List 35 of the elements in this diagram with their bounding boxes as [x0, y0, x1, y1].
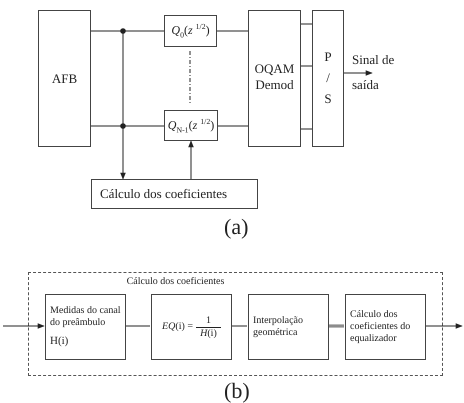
numerator: 1	[204, 314, 212, 326]
panel-label: (b)	[224, 380, 250, 402]
process-block	[164, 110, 218, 141]
process-block	[151, 294, 232, 360]
process-block	[345, 294, 426, 360]
group-title: Cálculo dos coeficientes	[126, 276, 224, 288]
block-label: AFB	[52, 70, 78, 86]
block-label: P / S	[323, 48, 333, 108]
group-frame	[28, 272, 443, 376]
process-block	[91, 179, 258, 209]
block-label: H(i)	[50, 335, 68, 349]
panel-label: (a)	[224, 216, 248, 238]
process-block	[45, 294, 126, 360]
block-label: OQAM Demod	[254, 61, 296, 92]
block-label: Cálculo dos coeficientes do equalizador	[350, 309, 412, 345]
connector-arrow	[188, 140, 194, 180]
block-label: Cálculo dos coeficientes	[100, 186, 228, 202]
connector-arrow	[424, 323, 463, 329]
process-block	[164, 15, 217, 47]
block-label: Medidas do canal do preâmbulo	[50, 305, 121, 330]
connector-arrow	[344, 70, 373, 76]
process-block	[312, 10, 344, 147]
process-block	[248, 10, 301, 147]
process-block	[38, 10, 91, 147]
denominator: H(i)	[200, 328, 217, 340]
block-label: Sinal de saída	[352, 51, 396, 94]
equation-text: EQ(i) =	[162, 321, 193, 333]
connector-line	[328, 324, 344, 328]
process-block	[248, 294, 329, 360]
connector-arrow	[2, 323, 45, 329]
block-label: Q$_{N-1}$(z $^{1/2}$)	[168, 116, 214, 134]
connector-line	[216, 30, 248, 32]
block-label: Interpolação geométrica	[253, 315, 304, 339]
connector-line	[300, 128, 312, 130]
block-label: Q$_{0}$(z $^{1/2}$)	[171, 22, 210, 40]
